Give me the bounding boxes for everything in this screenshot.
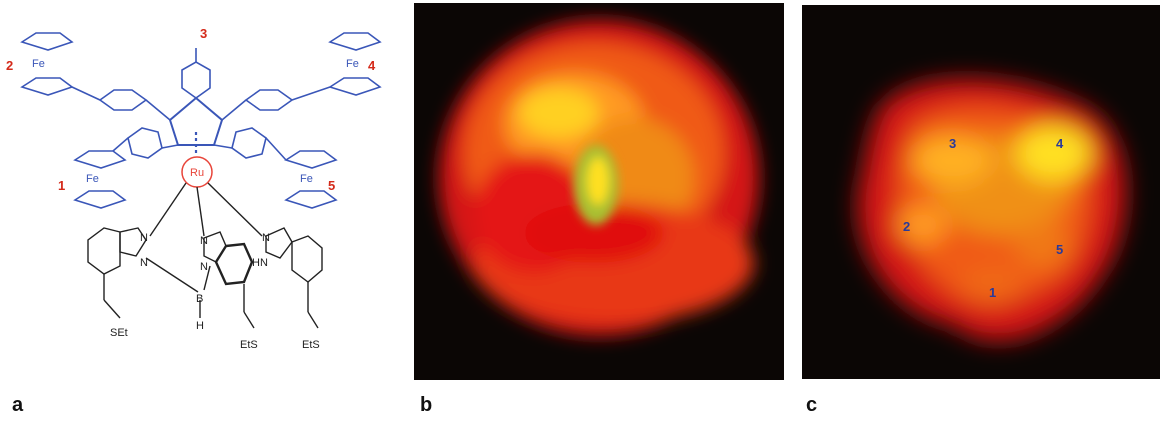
central-cp-ring — [168, 96, 224, 146]
spot-label-2: 2 — [903, 219, 910, 234]
n-label: N — [200, 235, 208, 247]
cp-ring — [20, 32, 74, 51]
phenyl-ring — [181, 61, 211, 99]
stm-image-c: 3 4 2 5 1 — [802, 5, 1160, 379]
boron-label: B — [196, 293, 203, 305]
fe-label: Fe — [32, 58, 45, 70]
cp-ring — [73, 190, 127, 209]
ferrocene-number-4: 4 — [368, 58, 376, 73]
stm-image-b — [414, 3, 784, 380]
cp-ring — [20, 77, 74, 96]
phenyl-ring — [231, 127, 267, 159]
tris-indazolyl-borate — [87, 182, 323, 329]
ru-label: Ru — [190, 167, 204, 179]
ets-label: EtS — [240, 339, 258, 351]
fe-label: Fe — [86, 173, 99, 185]
panel-label-b: b — [420, 394, 433, 416]
cp-ring — [284, 190, 338, 209]
ferrocene-number-3: 3 — [200, 26, 207, 41]
ferrocene-number-1: 1 — [58, 178, 65, 193]
n-label: N — [200, 261, 208, 273]
ferrocene-group — [20, 32, 382, 209]
pyrazole-ring — [265, 227, 293, 259]
spot-labels: 3 4 2 5 1 — [903, 136, 1064, 300]
phenyl-ring — [127, 127, 163, 159]
n-label: N — [140, 232, 148, 244]
n-label: N — [262, 232, 270, 244]
fe-label: Fe — [300, 173, 313, 185]
n-label: N — [140, 257, 148, 269]
central-bright-feature — [574, 145, 618, 225]
cp-ring — [328, 77, 382, 96]
cp-ring — [284, 150, 338, 169]
ferrocene-number-2: 2 — [6, 58, 13, 73]
phenyl-ring — [98, 89, 148, 111]
hydrogen-label: H — [196, 320, 204, 332]
cp-ring — [73, 150, 127, 169]
backbone-labels: N N N N N HN B H SEt EtS EtS — [110, 232, 320, 351]
phenyl-ring — [244, 89, 294, 111]
fe-label: Fe — [346, 58, 359, 70]
benzo-ring — [291, 235, 323, 283]
ets-label: EtS — [302, 339, 320, 351]
molecular-structure-diagram: Ru Fe Fe Fe Fe 1 2 3 4 5 N N N — [6, 26, 382, 351]
spot-label-4: 4 — [1056, 136, 1064, 151]
spot-label-3: 3 — [949, 136, 956, 151]
benzo-ring — [214, 242, 254, 286]
hn-label: HN — [252, 257, 268, 269]
cp-ring — [328, 32, 382, 51]
benzo-ring — [87, 227, 121, 275]
ferrocene-number-5: 5 — [328, 178, 335, 193]
panel-label-a: a — [12, 394, 24, 416]
set-label: SEt — [110, 327, 128, 339]
panel-label-c: c — [806, 394, 818, 416]
spot-label-5: 5 — [1056, 242, 1063, 257]
spot-label-1: 1 — [989, 285, 996, 300]
